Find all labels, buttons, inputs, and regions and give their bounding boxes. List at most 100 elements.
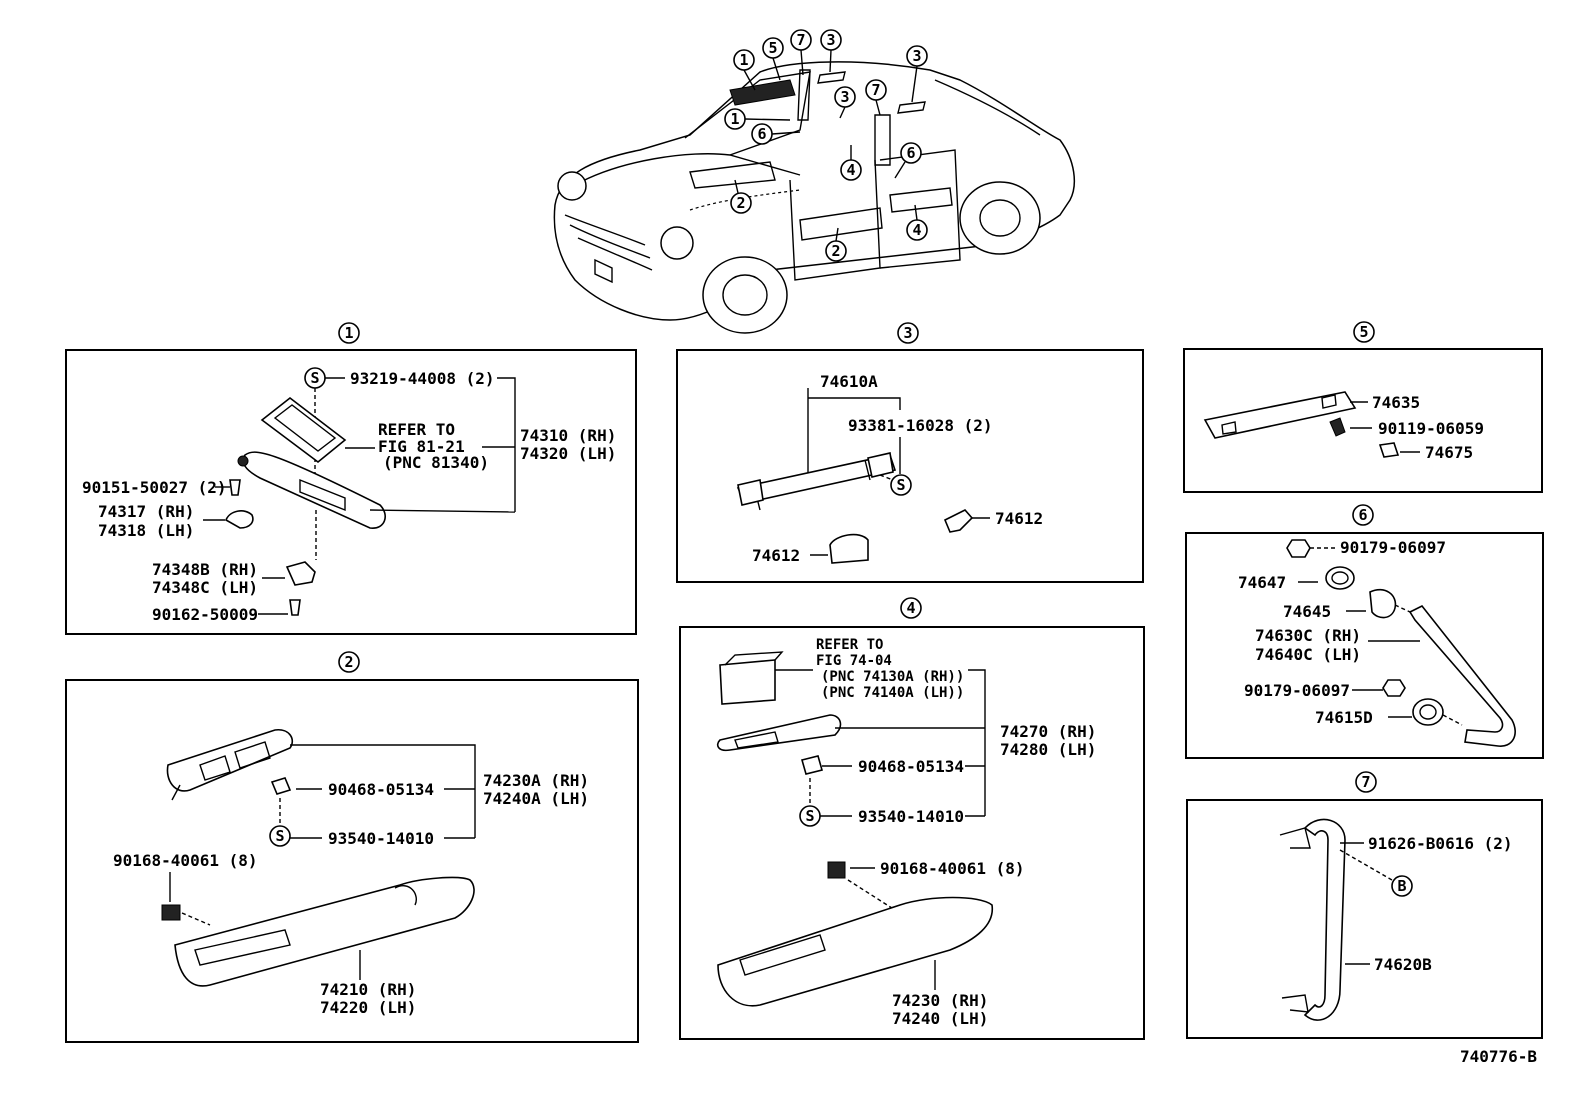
panel-1: 1 S 93219-44008 (2) REFER TO FIG 81-21 (… xyxy=(65,322,637,635)
assist-grip-part xyxy=(1408,604,1516,747)
callout-label: 7 xyxy=(871,81,880,99)
screw-symbol: S xyxy=(310,369,319,387)
sun-visor-part xyxy=(242,451,386,529)
part-label: 74270 (RH) xyxy=(1000,722,1096,741)
visor-holder-part xyxy=(224,510,254,529)
power-window-switch-part xyxy=(719,659,776,705)
part-label: 90179-06097 xyxy=(1340,538,1446,557)
part-label: 74630C (RH) xyxy=(1255,626,1361,645)
part-label: 74230 (RH) xyxy=(892,991,988,1010)
part-label: 90468-05134 xyxy=(858,757,964,776)
part-label: 74640C (LH) xyxy=(1255,645,1361,664)
part-label: 74675 xyxy=(1425,443,1473,462)
refer-text: REFER TO xyxy=(816,637,883,653)
part-label: 74230A (RH) xyxy=(483,771,589,790)
callout-label: 3 xyxy=(840,88,849,106)
part-label: 74317 (RH) xyxy=(98,502,194,521)
part-label: 74635 xyxy=(1372,393,1420,412)
screw-symbol: S xyxy=(896,476,905,494)
panel-number: 3 xyxy=(903,324,912,342)
panel-3: 3 74610A 93381-16028 (2) S 74612 74612 xyxy=(676,322,1144,583)
part-label: 74348C (LH) xyxy=(152,578,258,597)
panel-number: 1 xyxy=(344,324,353,342)
panel-number-circle xyxy=(1353,321,1375,343)
part-label: 90168-40061 (8) xyxy=(880,859,1025,878)
part-label: 74240A (LH) xyxy=(483,789,589,808)
callout-label: 4 xyxy=(846,161,855,179)
washer-part xyxy=(1325,566,1355,590)
armrest-part xyxy=(174,876,475,987)
part-label: 74612 xyxy=(752,546,800,565)
switch-base-part xyxy=(716,714,842,752)
switch-base-part xyxy=(166,729,294,792)
panel-number: 2 xyxy=(344,653,353,671)
mirror-cover-part xyxy=(260,396,347,464)
callout-label: 3 xyxy=(826,31,835,49)
callout-label: 7 xyxy=(796,31,805,49)
nut-part xyxy=(1286,539,1311,558)
refer-text: (PNC 74140A (LH)) xyxy=(821,685,964,701)
panel-number-circle xyxy=(338,651,360,673)
callout-circle xyxy=(900,142,922,164)
callout-label: 1 xyxy=(739,51,748,69)
part-label: 74280 (LH) xyxy=(1000,740,1096,759)
part-label: 93540-14010 xyxy=(858,807,964,826)
panel-2: 2 90468-05134 74230A (RH) 74240A (LH) S … xyxy=(65,651,639,1043)
part-label: 74615D xyxy=(1315,708,1373,727)
cap-part xyxy=(1378,442,1400,458)
panel-number-circle xyxy=(338,322,360,344)
callout-label: 6 xyxy=(906,144,915,162)
panel-number: 5 xyxy=(1359,323,1368,341)
screw-part xyxy=(1329,417,1346,437)
part-label: 90119-06059 xyxy=(1378,419,1484,438)
refer-text: FIG 81-21 xyxy=(378,437,465,456)
panel-frame xyxy=(65,679,639,1043)
part-label: 93219-44008 (2) xyxy=(350,369,495,388)
part-label: 74348B (RH) xyxy=(152,560,258,579)
refer-text: FIG 74-04 xyxy=(816,653,892,669)
part-label: 74610A xyxy=(820,372,878,391)
panel-frame xyxy=(679,626,1145,1040)
part-label: 91626-B0616 (2) xyxy=(1368,834,1513,853)
panel-frame xyxy=(1183,348,1543,493)
screw-symbol: S xyxy=(275,827,284,845)
part-label: 74220 (LH) xyxy=(320,998,416,1017)
callout-label: 5 xyxy=(768,39,777,57)
screw-part xyxy=(289,599,301,616)
screw-symbol: B xyxy=(1397,877,1406,895)
bracket-part xyxy=(285,561,316,586)
screw-symbol-circle xyxy=(269,825,291,847)
part-label: 93381-16028 (2) xyxy=(848,416,993,435)
part-label: 90162-50009 xyxy=(152,605,258,624)
panel-6: 6 90179-06097 74647 74645 74630C (RH) 74… xyxy=(1185,504,1544,759)
panel-number: 7 xyxy=(1361,773,1370,791)
part-label: 90468-05134 xyxy=(328,780,434,799)
refer-text: REFER TO xyxy=(378,420,455,439)
nut-part xyxy=(1382,679,1406,697)
cover-part xyxy=(943,509,974,533)
clip-part xyxy=(801,755,823,775)
refer-text: (PNC 74130A (RH)) xyxy=(821,669,964,685)
car-overview xyxy=(553,61,1076,334)
bracket-part xyxy=(1412,698,1444,726)
bracket-part xyxy=(1369,588,1397,619)
panel-4: 4 REFER TO FIG 74-04 (PNC 74130A (RH)) (… xyxy=(679,597,1145,1040)
panel-frame xyxy=(1185,532,1544,759)
callout-label: 3 xyxy=(912,47,921,65)
part-label: 74310 (RH) xyxy=(520,426,616,445)
screw-symbol-circle xyxy=(1391,875,1413,897)
visor-pivot xyxy=(237,455,249,467)
callout-label: 4 xyxy=(912,221,921,239)
callout-label: 2 xyxy=(736,194,745,212)
figure-code: 740776-B xyxy=(1460,1047,1537,1066)
bolt-part xyxy=(161,904,181,921)
panel-7: 7 91626-B0616 (2) B 74620B xyxy=(1186,771,1543,1039)
callout-label: 1 xyxy=(730,110,739,128)
part-label: 74612 xyxy=(995,509,1043,528)
part-label: 90168-40061 (8) xyxy=(113,851,258,870)
part-label: 90179-06097 xyxy=(1244,681,1350,700)
panel-number-circle xyxy=(897,322,919,344)
panel-number-circle xyxy=(900,597,922,619)
screw-part xyxy=(229,479,241,496)
